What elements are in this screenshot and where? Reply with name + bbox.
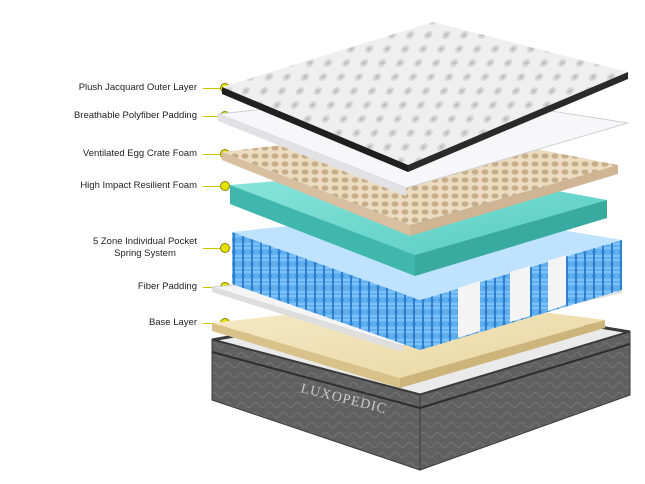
label-springs-line2: Spring System: [114, 248, 176, 259]
label-base-text: Base Layer: [148, 317, 197, 328]
jacquard-layer: [222, 22, 628, 172]
label-springs-text: 5 Zone Individual Pocket Spring System: [93, 236, 197, 260]
label-egg-crate-text: Ventilated Egg Crate Foam: [82, 148, 197, 159]
connector-line: [203, 247, 221, 249]
marker-dot: [220, 243, 230, 253]
connector-line: [203, 87, 221, 89]
connector-line: [203, 153, 221, 155]
label-springs-line1: 5 Zone Individual Pocket: [92, 236, 197, 247]
label-resilient-foam-text: High Impact Resilient Foam: [80, 180, 197, 191]
label-resilient-foam: High Impact Resilient Foam: [0, 180, 230, 192]
label-polyfiber-text: Breathable Polyfiber Padding: [73, 110, 197, 121]
marker-dot: [220, 181, 230, 191]
label-springs: 5 Zone Individual Pocket Spring System: [0, 236, 230, 260]
label-fiber-text: Fiber Padding: [137, 281, 197, 292]
label-jacquard-text: Plush Jacquard Outer Layer: [78, 82, 197, 93]
connector-line: [203, 185, 221, 187]
connector-line: [203, 115, 221, 117]
